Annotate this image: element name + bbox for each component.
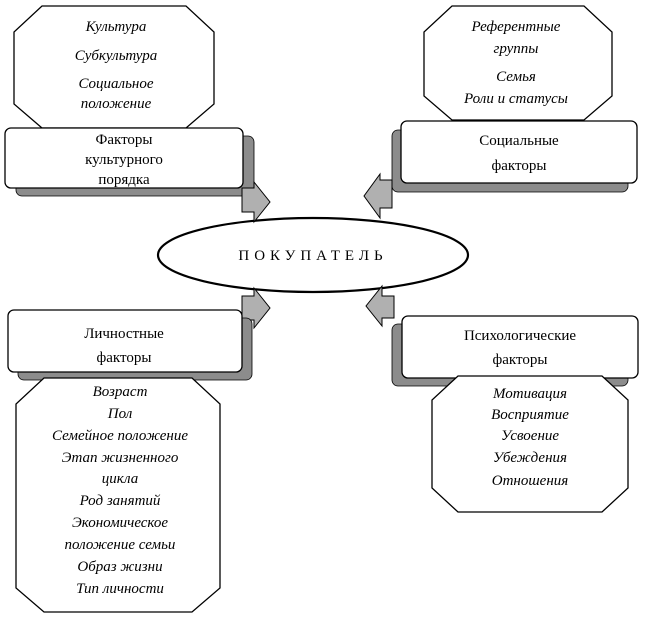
- personal-item: положение семьи: [65, 537, 176, 553]
- psychological-factor-label: Психологические: [464, 328, 576, 344]
- psychological-item: Мотивация: [492, 386, 567, 402]
- personal-factor-box: [7, 309, 243, 373]
- cultural-factor-label: Факторы: [95, 132, 152, 148]
- psychological-factor-box: [401, 315, 639, 379]
- cultural-factor-label: культурного: [85, 152, 163, 168]
- cultural-factor-box: [4, 127, 244, 189]
- personal-item: Возраст: [93, 384, 148, 400]
- cultural-item: положение: [81, 96, 152, 112]
- psychological-item: Усвоение: [501, 428, 559, 444]
- cultural-arrow: [241, 180, 271, 224]
- social-item: Семья: [496, 69, 536, 85]
- psychological-factor-label: факторы: [493, 352, 548, 368]
- personal-items-octagon: [15, 377, 221, 613]
- personal-item: Род занятий: [79, 493, 161, 509]
- social-item: Референтные: [471, 19, 561, 35]
- personal-item: Семейное положение: [52, 428, 188, 444]
- cultural-item: Социальное: [78, 76, 153, 92]
- social-arrow: [363, 172, 393, 220]
- personal-item: Образ жизни: [77, 559, 162, 575]
- social-factor-label: факторы: [492, 158, 547, 174]
- buyer-label: ПОКУПАТЕЛЬ: [238, 248, 387, 264]
- social-factor-label: Социальные: [479, 133, 559, 149]
- psychological-items-octagon: [431, 375, 629, 513]
- psychological-item: Восприятие: [491, 407, 569, 423]
- personal-factor-label: факторы: [97, 350, 152, 366]
- social-items-octagon: [423, 5, 613, 121]
- cultural-factor-label: порядка: [98, 172, 150, 188]
- personal-item: цикла: [102, 471, 139, 487]
- social-factor-box: [400, 120, 638, 184]
- psychological-item: Отношения: [492, 473, 569, 489]
- personal-item: Пол: [107, 406, 133, 422]
- social-item: группы: [494, 41, 539, 57]
- personal-item: Экономическое: [72, 515, 168, 531]
- buyer-ellipse: [156, 216, 470, 294]
- personal-factor-label: Личностные: [84, 326, 164, 342]
- social-item: Роли и статусы: [463, 91, 568, 107]
- personal-item: Тип личности: [76, 581, 164, 597]
- personal-item: Этап жизненного: [62, 450, 179, 466]
- psychological-arrow: [365, 284, 395, 328]
- cultural-item: Субкультура: [75, 48, 158, 64]
- cultural-item: Культура: [85, 19, 147, 35]
- psychological-item: Убеждения: [493, 450, 567, 466]
